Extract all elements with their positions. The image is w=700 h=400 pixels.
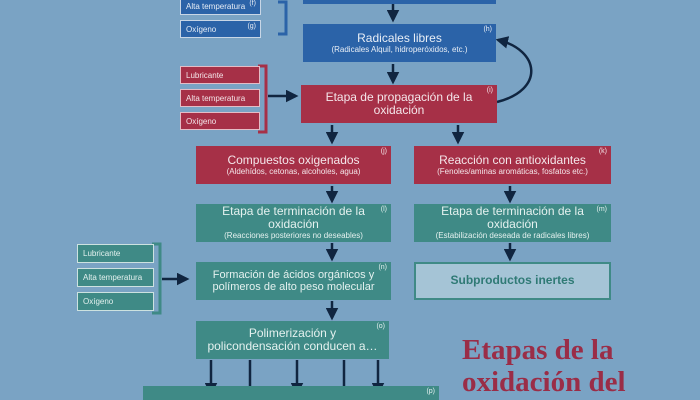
step-title: Polimerización y policondensación conduc… bbox=[207, 325, 378, 353]
step-subproductos-inertes: Subproductos inertes bbox=[414, 262, 611, 300]
step-subtitle: (Aldehídos, cetonas, alcoholes, agua) bbox=[226, 166, 361, 176]
step-compuestos-oxigenados: Compuestos oxigenados (Aldehídos, cetona… bbox=[196, 146, 391, 184]
bracket-red-factors bbox=[258, 64, 268, 134]
factor-blue-oxigeno: Oxígeno (g) bbox=[180, 20, 261, 38]
factor-label: Oxígeno bbox=[186, 24, 217, 34]
step-terminacion-no-deseable: Etapa de terminación de la oxidación (Re… bbox=[196, 204, 391, 242]
factor-red-oxigeno: Oxígeno bbox=[180, 112, 260, 130]
title-line-1: Etapas de la bbox=[462, 334, 614, 366]
step-tag: (n) bbox=[378, 264, 387, 271]
factor-teal-oxigeno: Oxígeno bbox=[77, 292, 154, 311]
step-tag: (l) bbox=[380, 206, 387, 213]
step-propagacion: Etapa de propagación de la oxidación (i) bbox=[301, 85, 497, 123]
factor-teal-lubricante: Lubricante bbox=[77, 244, 154, 263]
step-title: Formación de ácidos orgánicos y polímero… bbox=[212, 268, 375, 293]
factor-label: Oxígeno bbox=[186, 116, 217, 126]
step-acidos-organicos: Formación de ácidos orgánicos y polímero… bbox=[196, 262, 391, 300]
step-bottom-cutoff: (p) bbox=[143, 386, 439, 400]
step-subtitle: (Estabilización deseada de radicales lib… bbox=[435, 231, 590, 241]
step-terminacion-deseada: Etapa de terminación de la oxidación (Es… bbox=[414, 204, 611, 242]
step-radicales-libres: Radicales libres (Radicales Alquil, hidr… bbox=[303, 24, 496, 62]
step-tag: (k) bbox=[598, 148, 607, 155]
factor-red-lubricante: Lubricante bbox=[180, 66, 260, 84]
factor-label: Alta temperatura bbox=[83, 273, 143, 282]
step-title: Radicales libres bbox=[357, 30, 442, 45]
factor-label: Alta temperatura bbox=[186, 1, 246, 11]
factor-tag: (f) bbox=[249, 0, 256, 7]
step-tag: (m) bbox=[596, 206, 608, 213]
factor-label: Lubricante bbox=[186, 70, 224, 80]
factor-teal-alta-temperatura: Alta temperatura bbox=[77, 268, 154, 287]
step-reaccion-antioxidantes: Reacción con antioxidantes (Fenoles/amin… bbox=[414, 146, 611, 184]
factor-label: Alta temperatura bbox=[186, 93, 246, 103]
bracket-blue-factors bbox=[278, 0, 288, 36]
step-title: Etapa de propagación de la oxidación bbox=[325, 89, 473, 117]
factor-label: Oxígeno bbox=[83, 297, 114, 306]
bracket-teal-factors bbox=[152, 242, 162, 315]
top-step-cutoff bbox=[303, 0, 496, 4]
factor-blue-alta-temperatura: Alta temperatura (f) bbox=[180, 0, 261, 15]
step-subtitle: (Fenoles/aminas aromáticas, fosfatos etc… bbox=[437, 166, 588, 176]
step-tag: (j) bbox=[380, 148, 387, 155]
step-tag: (i) bbox=[486, 87, 493, 94]
step-subtitle: (Reacciones posteriores no deseables) bbox=[224, 231, 363, 241]
step-title: Etapa de terminación de la oxidación bbox=[441, 203, 584, 232]
step-title: Subproductos inertes bbox=[450, 273, 575, 288]
step-title: Compuestos oxigenados bbox=[227, 152, 360, 167]
step-polimerizacion: Polimerización y policondensación conduc… bbox=[196, 321, 389, 359]
step-subtitle: (Radicales Alquil, hidroperóxidos, etc.) bbox=[331, 44, 468, 54]
step-tag: (h) bbox=[483, 26, 492, 33]
step-tag: (o) bbox=[376, 323, 385, 330]
step-title: Etapa de terminación de la oxidación bbox=[222, 203, 365, 232]
factor-red-alta-temperatura: Alta temperatura bbox=[180, 89, 260, 107]
factor-tag: (g) bbox=[247, 23, 256, 30]
arrow-feedback-loop bbox=[495, 36, 533, 104]
step-tag: (p) bbox=[426, 388, 435, 395]
factor-label: Lubricante bbox=[83, 249, 121, 258]
step-title: Reacción con antioxidantes bbox=[439, 152, 586, 167]
title-line-2: oxidación del bbox=[462, 365, 626, 398]
diagram-title: Etapas de la oxidación del bbox=[462, 334, 700, 399]
